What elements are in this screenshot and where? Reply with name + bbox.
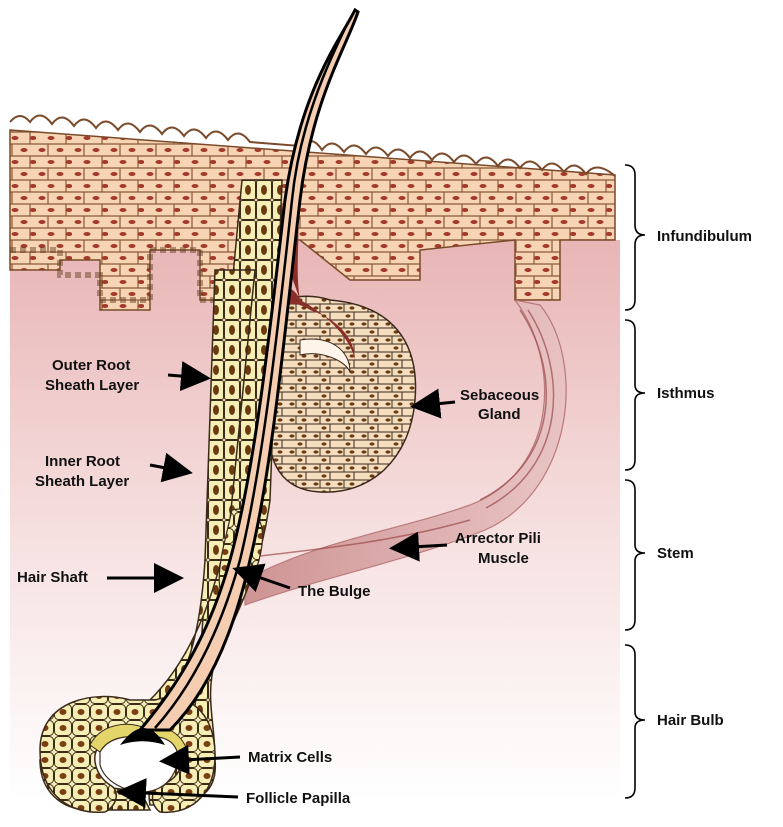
bracket-hair-bulb: [625, 645, 645, 798]
label-inner-root-line1: Inner Root: [45, 453, 120, 470]
label-arrector-line1: Arrector Pili: [455, 530, 541, 547]
label-arrector-line2: Muscle: [478, 550, 529, 567]
region-label-isthmus: Isthmus: [657, 385, 715, 402]
label-follicle-papilla: Follicle Papilla: [246, 790, 351, 807]
bracket-stem: [625, 480, 645, 630]
bracket-infundibulum: [625, 165, 645, 310]
label-inner-root-line2: Sheath Layer: [35, 473, 129, 490]
bracket-isthmus: [625, 320, 645, 470]
label-matrix-cells: Matrix Cells: [248, 749, 332, 766]
region-label-stem: Stem: [657, 545, 694, 562]
region-brackets: [625, 165, 645, 798]
label-sebaceous-line2: Gland: [478, 406, 521, 423]
region-label-hair-bulb: Hair Bulb: [657, 712, 724, 729]
label-outer-root-line2: Sheath Layer: [45, 377, 139, 394]
label-outer-root-line1: Outer Root: [52, 357, 130, 374]
label-bulge: The Bulge: [298, 583, 371, 600]
label-hair-shaft: Hair Shaft: [17, 569, 88, 586]
label-sebaceous-line1: Sebaceous: [460, 387, 539, 404]
region-label-infundibulum: Infundibulum: [657, 228, 752, 245]
